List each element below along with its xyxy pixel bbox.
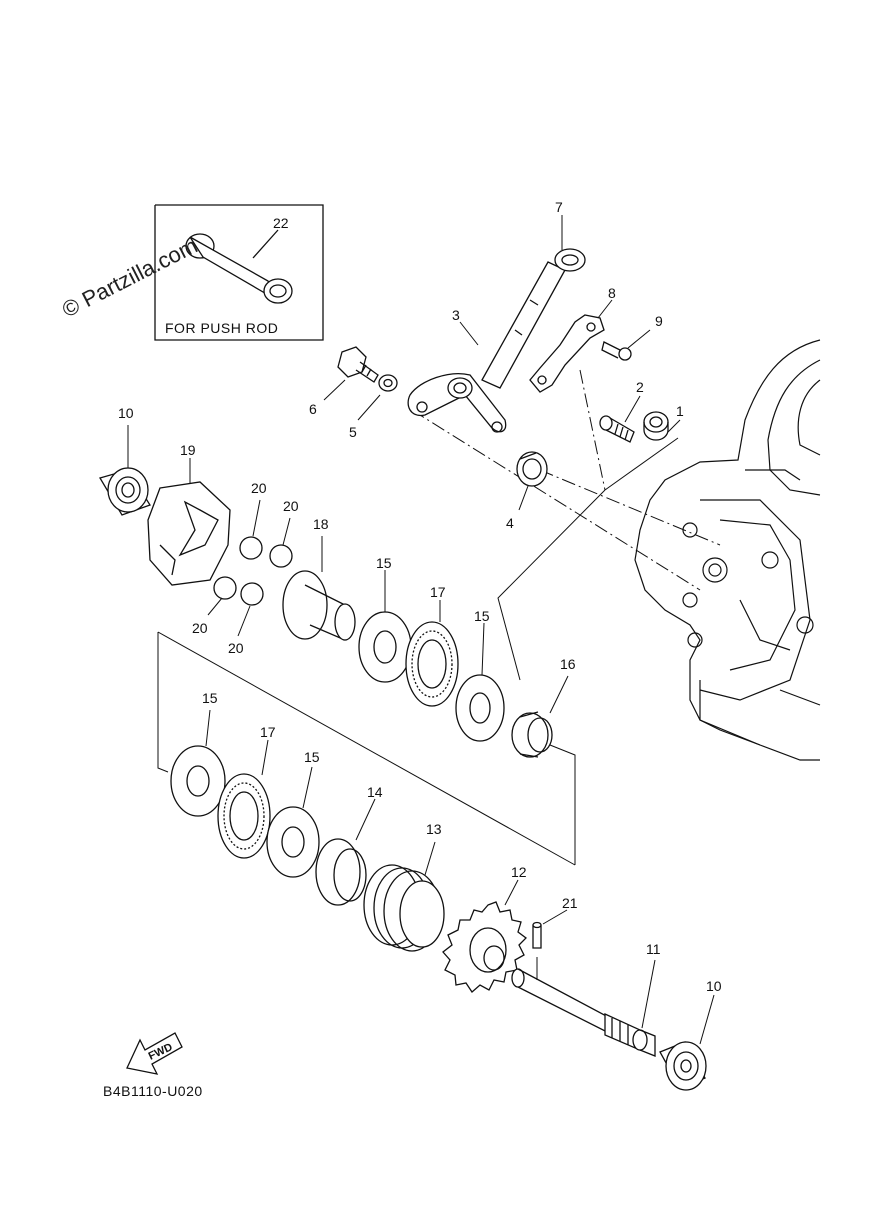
part-8-lever <box>529 314 605 393</box>
inset-part-number: 22 <box>273 215 289 231</box>
callout-3: 3 <box>452 307 460 323</box>
callout-12: 12 <box>511 864 527 880</box>
part-16-collar <box>511 711 553 758</box>
part-18-boss <box>282 570 356 641</box>
part-3-lever-shaft <box>407 261 566 433</box>
leader-lines <box>127 215 715 1045</box>
callout-20-d: 20 <box>228 640 244 656</box>
diagram-code: B4B1110-U020 <box>103 1083 203 1099</box>
engine-case <box>634 339 821 761</box>
callout-11: 11 <box>646 941 661 957</box>
part-7-seal <box>554 248 586 272</box>
callout-1: 1 <box>676 403 684 419</box>
part-17-bearing-2 <box>217 773 271 859</box>
callout-4: 4 <box>506 515 514 531</box>
callout-2: 2 <box>636 379 644 395</box>
callout-16: 16 <box>560 656 576 672</box>
part-15-washer-1 <box>358 611 412 683</box>
part-5-washer <box>378 374 398 392</box>
part-19-damper <box>147 481 231 586</box>
part-15-washer-4 <box>266 806 320 878</box>
part-10-bearing-upper <box>99 467 151 516</box>
bracket-lines <box>157 437 679 980</box>
callout-8: 8 <box>608 285 616 301</box>
callout-18: 18 <box>313 516 329 532</box>
callout-14: 14 <box>367 784 383 800</box>
part-13-spring <box>363 864 445 952</box>
callout-10-lower: 10 <box>706 978 722 994</box>
part-20-balls <box>213 536 293 606</box>
callout-21: 21 <box>562 895 578 911</box>
inset-caption: FOR PUSH ROD <box>165 320 279 336</box>
push-rod-inset <box>154 204 324 341</box>
part-1-collar <box>643 411 669 441</box>
callout-15-d: 15 <box>304 749 320 765</box>
part-15-washer-3 <box>170 745 226 817</box>
callout-17-b: 17 <box>260 724 276 740</box>
part-15-washer-2 <box>455 674 505 742</box>
part-6-bolt <box>337 346 379 383</box>
callout-7: 7 <box>555 199 563 215</box>
part-2-bolt <box>599 415 635 443</box>
part-9-screw <box>601 341 632 361</box>
callout-20-a: 20 <box>251 480 267 496</box>
push-rod-part <box>185 229 293 304</box>
part-10-bearing-lower <box>659 1041 707 1091</box>
callout-6: 6 <box>309 401 317 417</box>
callout-15-a: 15 <box>376 555 392 571</box>
callout-10-upper: 10 <box>118 405 134 421</box>
part-17-bearing-1 <box>405 621 459 707</box>
callout-20-c: 20 <box>192 620 208 636</box>
part-11-shaft <box>511 968 656 1057</box>
part-14-collar <box>315 838 367 906</box>
part-21-pin <box>532 921 542 949</box>
part-4-seal <box>516 451 548 487</box>
callout-20-b: 20 <box>283 498 299 514</box>
part-12-gear <box>442 901 527 993</box>
callout-15-b: 15 <box>474 608 490 624</box>
fwd-arrow-icon <box>126 1032 183 1075</box>
callout-19: 19 <box>180 442 196 458</box>
callout-13: 13 <box>426 821 442 837</box>
callout-5: 5 <box>349 424 357 440</box>
callout-9: 9 <box>655 313 663 329</box>
callout-17-a: 17 <box>430 584 446 600</box>
callout-15-c: 15 <box>202 690 218 706</box>
alignment-lines <box>411 369 721 591</box>
